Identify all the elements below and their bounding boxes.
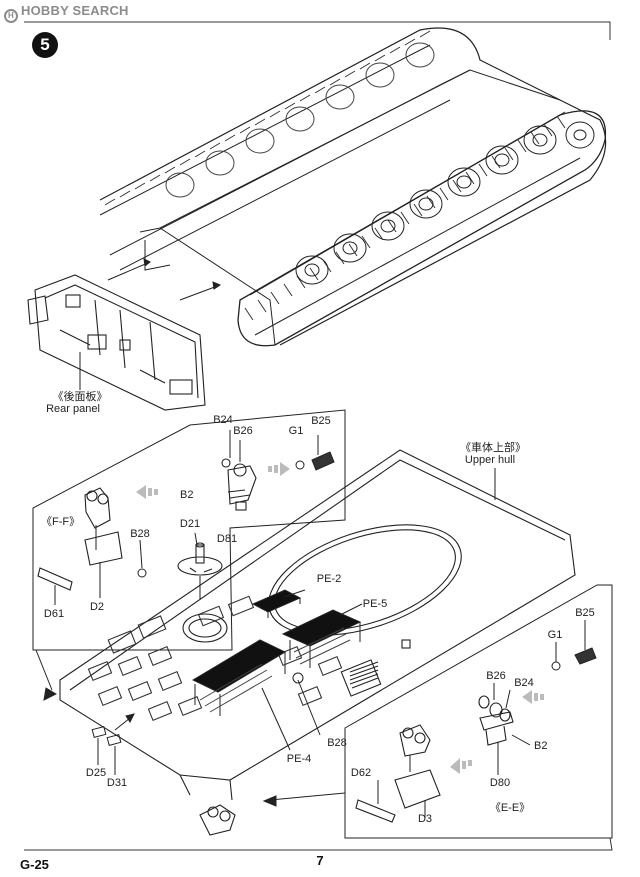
road-wheels-back [165, 42, 435, 198]
step-number-badge: 5 [32, 32, 58, 58]
label-b2-top: B2 [180, 489, 194, 501]
rear-panel-arrows [107, 258, 222, 301]
label-pe5: PE-5 [362, 598, 388, 610]
label-d21: D21 [179, 518, 201, 530]
pe-4-plate [191, 639, 287, 716]
part-rear-tow [199, 804, 236, 836]
part-b25-top [311, 451, 335, 471]
part-b28-left [137, 568, 147, 578]
page-frame [24, 21, 611, 40]
rear-panel-label-jp: 《後面板》 [52, 391, 108, 403]
label-b25-top: B25 [311, 415, 331, 427]
label-d80: D80 [489, 777, 511, 789]
label-b28-mid: B28 [327, 737, 347, 749]
arrow-ff-to-hull [35, 649, 58, 701]
detail-box-ff [32, 409, 346, 651]
label-d25: D25 [85, 767, 107, 779]
label-b2-right: B2 [534, 740, 548, 752]
label-b25-right: B25 [575, 607, 595, 619]
page-frame-bottom [24, 837, 613, 851]
part-ff-assembly [37, 487, 123, 591]
label-d62: D62 [350, 767, 372, 779]
road-wheels-front [295, 121, 595, 285]
part-b24-b26-top [221, 458, 257, 511]
label-d61: D61 [43, 608, 65, 620]
part-d25-d31 [91, 725, 122, 747]
dashed-arrow-ee2 [450, 758, 472, 774]
rear-panel [27, 274, 206, 411]
label-d2: D2 [89, 601, 105, 613]
detail-box-ee [344, 584, 613, 839]
label-d81: D81 [216, 533, 238, 545]
arrow-ee-to-hull [262, 792, 346, 807]
label-b26-top: B26 [233, 425, 253, 437]
label-b24-right: B24 [514, 677, 534, 689]
dashed-arrow-top [268, 462, 290, 476]
label-pe2: PE-2 [316, 573, 342, 585]
dashed-arrow-ee [522, 690, 544, 704]
hobby-search-logo-icon: H [4, 9, 18, 23]
label-g1-right: G1 [547, 629, 563, 641]
label-d3: D3 [417, 813, 433, 825]
page-number: 7 [316, 853, 324, 868]
upper-hull-label-en: Upper hull [464, 454, 516, 466]
label-b24-top: B24 [213, 414, 233, 426]
upper-hull-label-jp: 《車体上部》 [460, 442, 526, 454]
part-d21 [177, 542, 223, 576]
label-pe4: PE-4 [286, 753, 312, 765]
part-ee-assembly [355, 724, 441, 823]
part-b24-b26-right [478, 695, 514, 746]
part-b25-right [574, 647, 597, 665]
part-g1-top [295, 460, 305, 470]
part-g1-right [551, 661, 561, 671]
view-ee-label: 《E-E》 [489, 802, 531, 814]
watermark-brand: HOBBY [21, 3, 69, 18]
watermark-site: SEARCH [72, 3, 129, 18]
label-d31: D31 [106, 777, 128, 789]
label-g1-top: G1 [288, 425, 304, 437]
view-ff-label: 《F-F》 [41, 516, 81, 528]
arrow-d25 [114, 713, 135, 731]
dashed-arrow-ff [136, 485, 158, 499]
part-b28-mid [292, 672, 304, 684]
label-b28-left: B28 [130, 528, 150, 540]
pe-5-plate [281, 609, 362, 668]
page-code: G-25 [20, 857, 49, 872]
rear-panel-label-en: Rear panel [46, 403, 100, 415]
track-assembly [99, 27, 607, 347]
label-b26-right: B26 [486, 670, 506, 682]
